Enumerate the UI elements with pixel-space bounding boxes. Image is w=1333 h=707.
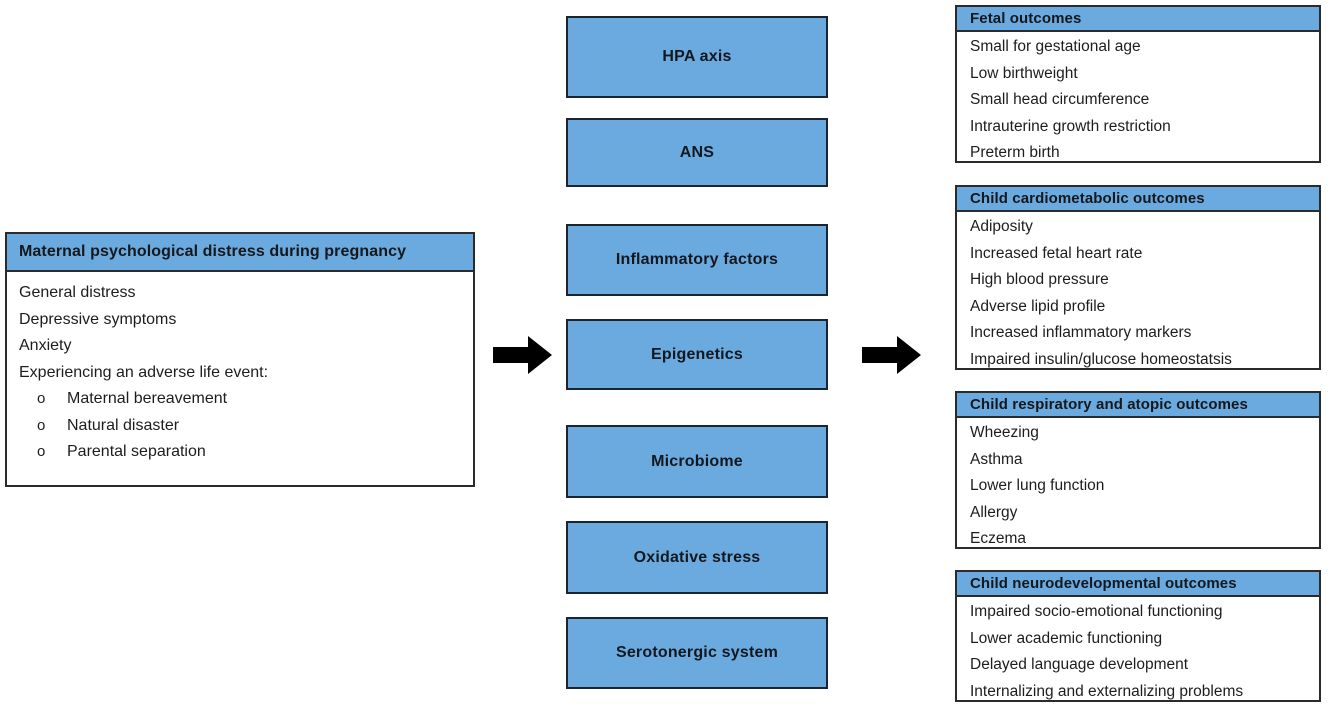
mediator-box-ans: ANS: [566, 118, 828, 187]
outcome-item: Lower academic functioning: [970, 629, 1163, 647]
outcome-panel-body: Wheezing Asthma Lower lung function Alle…: [957, 418, 1319, 555]
mediator-box-hpa-axis: HPA axis: [566, 16, 828, 98]
exposure-item: Depressive symptoms: [19, 310, 177, 328]
exposure-item: Experiencing an adverse life event:: [19, 363, 269, 381]
exposure-item: General distress: [19, 284, 136, 301]
outcome-item: Adverse lipid profile: [970, 297, 1106, 315]
list-bullet-icon: o: [37, 390, 46, 407]
outcome-panel-header: Child neurodevelopmental outcomes: [957, 572, 1319, 597]
mediator-label: Inflammatory factors: [615, 251, 779, 268]
exposure-sub-item-label: Natural disaster: [67, 416, 180, 434]
outcome-item: Internalizing and externalizing problems: [970, 682, 1244, 700]
outcome-panel-body: Impaired socio-emotional functioning Low…: [957, 597, 1319, 707]
mediator-label: Serotonergic system: [615, 644, 779, 661]
outcome-item: Small head circumference: [970, 91, 1150, 108]
mediator-box-microbiome: Microbiome: [566, 425, 828, 498]
outcome-item: Increased inflammatory markers: [970, 324, 1192, 341]
outcome-item: Increased fetal heart rate: [970, 244, 1143, 262]
outcome-item: Intrauterine growth restriction: [970, 117, 1171, 135]
mediator-label: Oxidative stress: [633, 548, 761, 566]
exposure-box-body: General distress Depressive symptoms Anx…: [7, 272, 473, 466]
exposure-sub-item-label: Parental separation: [67, 443, 206, 460]
outcome-item: Impaired insulin/glucose homeostatsis: [970, 350, 1232, 368]
outcome-item: Impaired socio-emotional functioning: [970, 603, 1223, 620]
exposure-box: Maternal psychological distress during p…: [5, 232, 475, 487]
outcome-item: Allergy: [970, 503, 1018, 521]
outcome-item: Lower lung function: [970, 477, 1105, 494]
outcome-panel-body: Small for gestational age Low birthweigh…: [957, 32, 1319, 169]
exposure-sub-item: o Parental separation: [19, 439, 473, 466]
exposure-item: Anxiety: [19, 337, 72, 354]
mediator-box-epigenetics: Epigenetics: [566, 319, 828, 390]
outcome-item: Preterm birth: [970, 144, 1060, 161]
mediator-box-oxidative-stress: Oxidative stress: [566, 521, 828, 594]
outcome-item: Wheezing: [970, 424, 1039, 441]
outcome-item: Low birthweight: [970, 64, 1078, 82]
list-bullet-icon: o: [37, 443, 46, 460]
mediator-label: Microbiome: [651, 452, 743, 470]
outcome-panel-respiratory-atopic: Child respiratory and atopic outcomes Wh…: [955, 391, 1321, 549]
outcome-panel-header: Fetal outcomes: [957, 7, 1319, 32]
outcome-panel-cardiometabolic: Child cardiometabolic outcomes Adiposity…: [955, 185, 1321, 370]
mediator-box-serotonergic-system: Serotonergic system: [566, 617, 828, 689]
outcome-panel-header: Child cardiometabolic outcomes: [957, 187, 1319, 212]
outcome-item: Eczema: [970, 530, 1026, 547]
mediator-box-inflammatory-factors: Inflammatory factors: [566, 224, 828, 296]
exposure-sub-item-label: Maternal bereavement: [67, 390, 228, 407]
exposure-sub-item: o Natural disaster: [19, 413, 473, 440]
outcome-panel-fetal: Fetal outcomes Small for gestational age…: [955, 5, 1321, 163]
arrow-mediators-to-outcomes: [861, 333, 923, 382]
outcome-item: Adiposity: [970, 218, 1033, 235]
mediator-label: ANS: [679, 143, 715, 161]
outcome-item: Asthma: [970, 450, 1023, 468]
mediator-label: Epigenetics: [650, 345, 743, 363]
outcome-item: Small for gestational age: [970, 38, 1141, 55]
arrow-exposure-to-mediators: [492, 333, 554, 382]
outcome-item: Delayed language development: [970, 656, 1189, 673]
outcome-panel-body: Adiposity Increased fetal heart rate Hig…: [957, 212, 1319, 375]
list-bullet-icon: o: [37, 416, 46, 434]
outcome-panel-neurodevelopmental: Child neurodevelopmental outcomes Impair…: [955, 570, 1321, 702]
outcome-panel-header: Child respiratory and atopic outcomes: [957, 393, 1319, 418]
exposure-box-header: Maternal psychological distress during p…: [7, 234, 473, 272]
exposure-sub-item: o Maternal bereavement: [19, 386, 473, 413]
mediator-label: HPA axis: [662, 48, 732, 65]
outcome-item: High blood pressure: [970, 271, 1109, 288]
